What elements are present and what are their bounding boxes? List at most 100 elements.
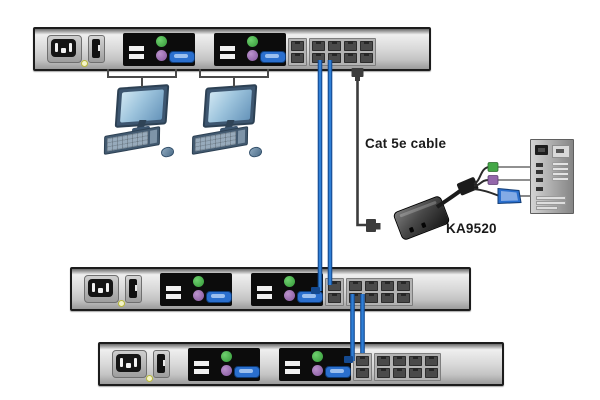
- mouse: [160, 145, 175, 159]
- rj45-port: [291, 53, 304, 63]
- monitor-screen: [120, 89, 164, 123]
- rj45-port: [409, 356, 422, 366]
- rj45-port: [377, 368, 390, 378]
- ps2-keyboard-port: [312, 365, 323, 376]
- rj45-port: [393, 368, 406, 378]
- computer-tower: [530, 139, 574, 214]
- ps2-mouse-port: [247, 36, 258, 47]
- ka9520-adapter: [392, 194, 451, 242]
- kvm-switch-bottom: [98, 342, 504, 386]
- ps2-keyboard-port: [284, 290, 295, 301]
- rj45-port: [377, 356, 390, 366]
- rj45-port: [425, 368, 438, 378]
- vga-port: [234, 366, 260, 378]
- usb-ports-icon: [220, 46, 235, 59]
- rj45-port: [349, 293, 362, 303]
- usb-ports-icon: [285, 361, 300, 374]
- cat5e-cable-label: Cat 5e cable: [365, 136, 447, 151]
- rj45-port: [344, 41, 357, 51]
- vga-wire: [473, 188, 499, 197]
- vga-connector-inner: [501, 191, 518, 201]
- cat5e-plug-adapter-tip: [375, 223, 381, 230]
- rj45-port: [381, 293, 394, 303]
- tower-expansion-slot: [536, 201, 566, 205]
- kvm-port-block: [346, 278, 413, 306]
- tower-expansion-slot: [536, 196, 566, 200]
- kvm-switch-middle: [70, 267, 471, 311]
- tower-vent-slot: [553, 173, 568, 175]
- rj45-port: [393, 356, 406, 366]
- power-switch: [88, 35, 105, 63]
- tower-io-port: [536, 163, 543, 167]
- usb-ports-icon: [194, 361, 209, 374]
- rj45-port: [365, 281, 378, 291]
- tower-vent-slot: [553, 163, 568, 165]
- ps2-mouse-port: [156, 36, 167, 47]
- tower-vent-slot: [553, 178, 568, 180]
- rj45-port: [356, 368, 369, 378]
- usb-ports-icon: [166, 286, 181, 299]
- ferrite-bead: [456, 177, 479, 196]
- console-module-2: [279, 348, 351, 381]
- power-switch: [153, 350, 170, 378]
- rj45-port: [356, 356, 369, 366]
- rj45-port: [409, 368, 422, 378]
- chain-port-block: [288, 38, 307, 66]
- console-module-1: [123, 33, 195, 66]
- ps2-mouse-port: [284, 276, 295, 287]
- ps2-keyboard-port: [247, 50, 258, 61]
- ps2-mouse-port: [312, 351, 323, 362]
- mouse-wire: [473, 166, 490, 185]
- console-module-2: [214, 33, 286, 66]
- mouse: [248, 145, 263, 159]
- ps2-keyboard-connector: [487, 175, 499, 185]
- kvm-switch-top: [33, 27, 431, 71]
- power-socket: [116, 354, 141, 372]
- keyboard-wire: [473, 179, 490, 187]
- cat5e-plug-top-tab: [355, 77, 360, 81]
- rj45-port: [328, 281, 341, 291]
- tower-io-port: [536, 178, 543, 182]
- usb-ports-icon: [129, 46, 144, 59]
- rj45-port: [365, 293, 378, 303]
- power-socket: [88, 279, 113, 297]
- tower-power-socket: [535, 145, 548, 155]
- vga-port: [297, 291, 323, 303]
- keyboard: [103, 126, 161, 155]
- rj45-port: [360, 41, 373, 51]
- ps2-mouse-port: [221, 351, 232, 362]
- ps2-keyboard-port: [193, 290, 204, 301]
- vga-port: [169, 51, 195, 63]
- rj45-port: [344, 53, 357, 63]
- rj45-port: [312, 53, 325, 63]
- status-led: [81, 60, 88, 67]
- kvm-port-block: [374, 353, 441, 381]
- rj45-port: [349, 281, 362, 291]
- rocker-switch: [129, 279, 137, 298]
- workstation-1: [103, 84, 178, 164]
- rj45-port: [328, 41, 341, 51]
- rj45-port: [397, 293, 410, 303]
- rj45-port: [312, 41, 325, 51]
- rj45-port: [425, 356, 438, 366]
- ka9520-label: KA9520: [446, 221, 497, 236]
- console-module-1: [188, 348, 260, 381]
- chain-port-block: [325, 278, 344, 306]
- tower-vent-panel: [552, 145, 570, 158]
- tower-expansion-slot: [536, 206, 558, 210]
- tower-io-port: [536, 187, 543, 191]
- power-inlet: [112, 350, 147, 378]
- monitor-screen: [208, 89, 252, 123]
- keyboard: [191, 126, 249, 155]
- vga-port: [206, 291, 232, 303]
- rj45-port: [397, 281, 410, 291]
- power-inlet: [84, 275, 119, 303]
- rj45-port: [360, 53, 373, 63]
- console-module-1: [160, 273, 232, 306]
- ps2-mouse-port: [193, 276, 204, 287]
- usb-ports-icon: [257, 286, 272, 299]
- power-switch: [125, 275, 142, 303]
- kvm-port-block: [309, 38, 376, 66]
- chain-port-block: [353, 353, 372, 381]
